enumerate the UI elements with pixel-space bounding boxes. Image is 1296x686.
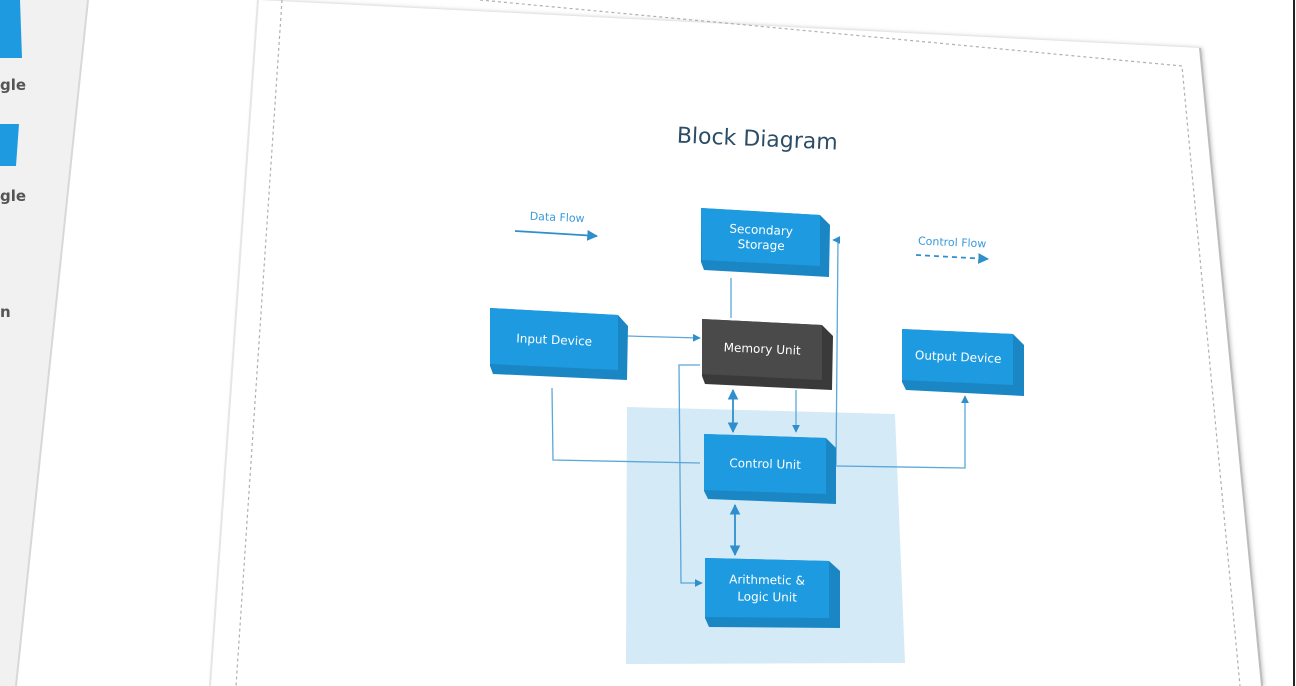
connector-control-to-output [835,395,969,469]
connector-input-to-memory [626,333,701,342]
block-label: Storage [737,237,785,253]
block-memory-unit[interactable]: Memory Unit [702,319,833,390]
legend-control-flow-label: Control Flow [918,235,987,251]
shape-label-rectangle[interactable]: gle [0,187,27,205]
block-label: Control Unit [729,456,801,472]
page-margin-left [235,0,283,686]
panel-divider [15,0,89,686]
triangle-shape-tip [0,0,22,58]
legend-data-flow-label: Data Flow [529,210,584,225]
connector-control-to-storage [832,236,841,466]
block-control-unit[interactable]: Control Unit [704,434,836,504]
block-secondary-storage[interactable]: Secondary Storage [701,208,830,277]
block-alu[interactable]: Arithmetic & Logic Unit [705,558,840,628]
shape-label-other[interactable]: n [0,303,11,321]
legend-control-flow-arrow [915,253,990,264]
shape-previews [0,0,22,166]
block-output-device[interactable]: Output Device [902,329,1024,396]
page-left-edge [209,0,259,686]
shape-label-triangle[interactable]: gle [0,76,27,94]
block-label: Output Device [915,348,1002,366]
connector-memory-to-alu [678,364,703,587]
legend-data-flow-arrow [514,230,599,241]
block-label: Logic Unit [737,589,797,604]
connector-input-to-control [551,387,701,464]
page-margin-top-right [479,0,1241,686]
block-label: Arithmetic & [729,572,805,587]
block-input-device[interactable]: Input Device [490,308,628,380]
page-right-edge [1199,47,1263,686]
block-label: Memory Unit [723,340,801,357]
block-label: Secondary [729,222,793,239]
rectangle-shape-icon[interactable] [0,124,19,166]
block-label: Input Device [516,331,592,348]
